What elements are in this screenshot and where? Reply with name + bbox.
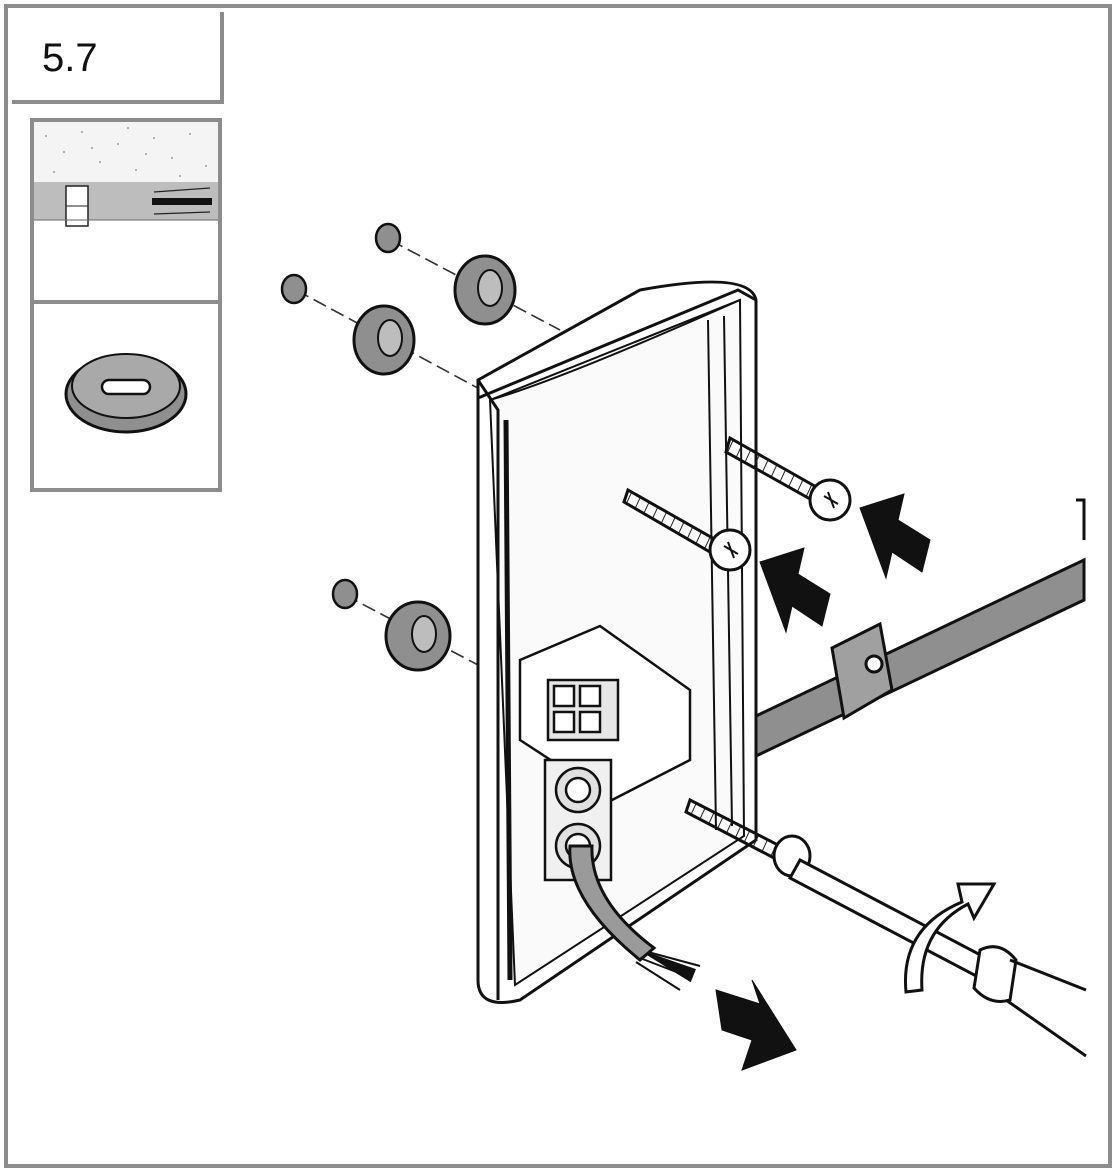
cable: [568, 844, 701, 991]
rotate-arrow-icon: [903, 882, 997, 994]
inset-panel: [30, 118, 222, 492]
push-arrow-icon: [715, 493, 931, 1071]
screw-icon: [622, 435, 852, 878]
step-number-box: 5.7: [12, 12, 224, 104]
step-number: 5.7: [42, 36, 98, 80]
inset-divider: [34, 300, 218, 304]
pipe-with-clamp: [754, 498, 1086, 759]
screwdriver-icon: [787, 857, 1087, 1058]
washer-icon: [280, 222, 402, 610]
wall-cross-section-icon: [34, 122, 218, 227]
grommet-icon: [352, 254, 517, 672]
oval-grommet-icon: [64, 353, 188, 434]
